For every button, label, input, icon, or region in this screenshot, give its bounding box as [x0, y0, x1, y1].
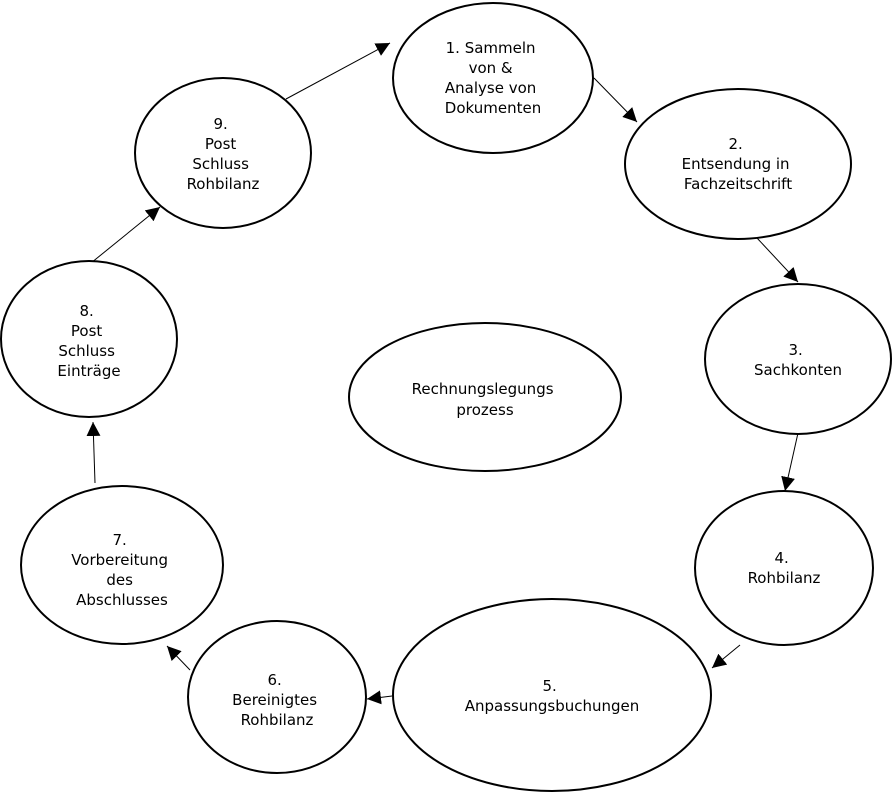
- edge-3-to-4: [781, 432, 799, 492]
- edge-2-to-3: [756, 237, 799, 283]
- step-6-label: 6. Bereinigtes Rohbilanz: [232, 671, 322, 729]
- step-2-label: 2. Entsendung in Fachzeitschrift: [682, 135, 795, 193]
- step-4-label: 4. Rohbilanz: [748, 549, 821, 587]
- edge-7-to-8: [86, 421, 101, 484]
- step-5-label: 5. Anpassungsbuchungen: [465, 677, 640, 715]
- step-3-label: 3. Sachkonten: [754, 341, 842, 379]
- step-node-9: 9. Post Schluss Rohbilanz: [134, 77, 312, 229]
- step-7-label: 7. Vorbereitung des Abschlusses: [71, 531, 173, 609]
- step-node-7: 7. Vorbereitung des Abschlusses: [20, 485, 224, 645]
- step-8-label: 8. Post Schluss Einträge: [57, 302, 120, 380]
- step-node-2: 2. Entsendung in Fachzeitschrift: [624, 88, 852, 240]
- center-label: Rechnungslegungs prozess: [412, 380, 559, 419]
- step-node-5: 5. Anpassungsbuchungen: [392, 598, 712, 792]
- edge-4-to-5: [711, 644, 741, 669]
- step-1-label: 1. Sammeln von & Analyse von Dokumenten: [445, 39, 541, 117]
- edge-5-to-6: [366, 690, 393, 705]
- step-9-label: 9. Post Schluss Rohbilanz: [187, 115, 260, 193]
- edge-8-to-9: [90, 206, 161, 264]
- step-node-8: 8. Post Schluss Einträge: [0, 260, 178, 418]
- step-node-3: 3. Sachkonten: [704, 283, 892, 435]
- step-node-1: 1. Sammeln von & Analyse von Dokumenten: [392, 2, 594, 154]
- edge-1-to-2: [593, 77, 638, 123]
- center-node: Rechnungslegungs prozess: [348, 322, 622, 472]
- step-node-6: 6. Bereinigtes Rohbilanz: [187, 620, 367, 774]
- edge-6-to-7: [166, 645, 191, 671]
- step-node-4: 4. Rohbilanz: [694, 490, 874, 646]
- edge-9-to-1: [285, 42, 391, 100]
- edges: [86, 42, 799, 705]
